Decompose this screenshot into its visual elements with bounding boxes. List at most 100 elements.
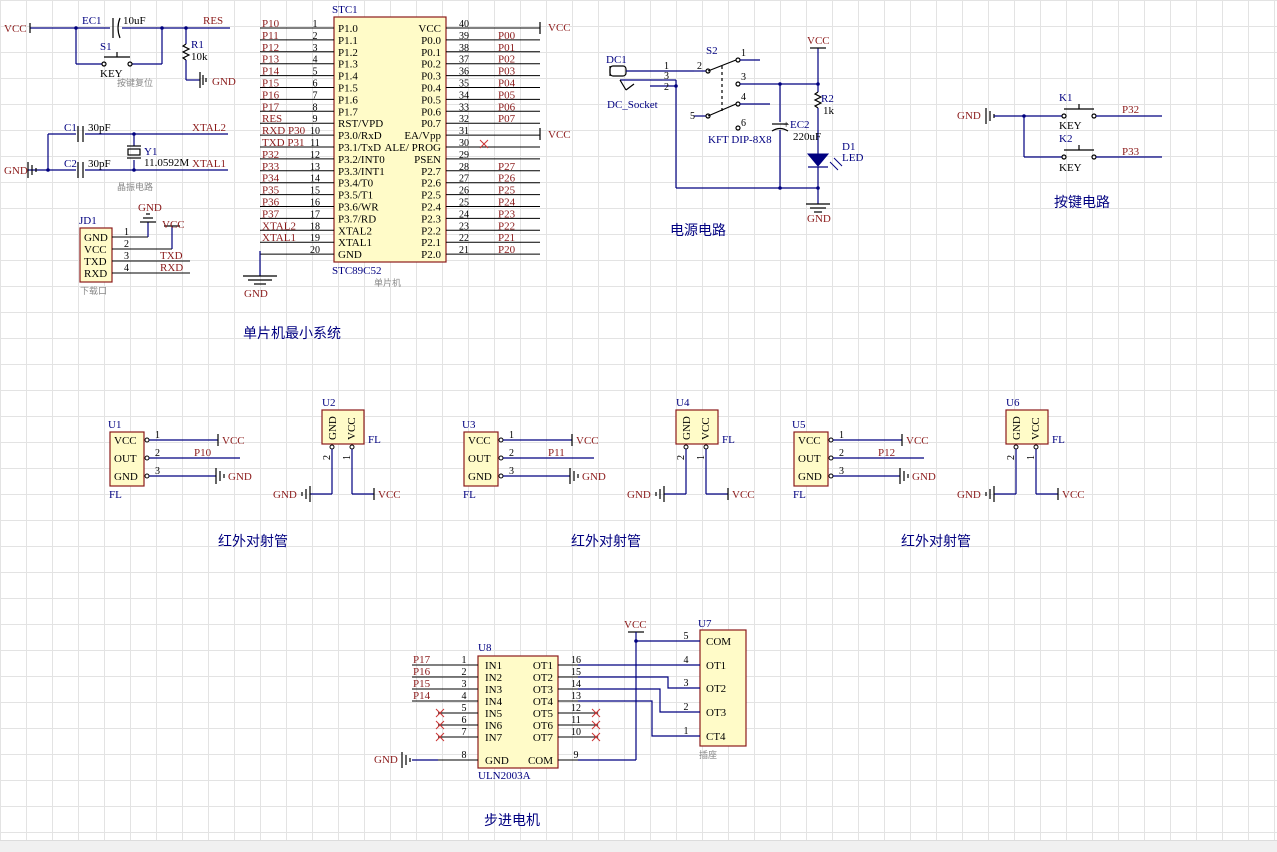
mcu-pin-num-16: 16 [310,198,320,209]
u8-pin-net-3: P15 [413,678,431,690]
mcu-pin-net-4: P13 [262,54,280,66]
mcu-pin-net-26: P25 [498,185,516,197]
mcu-pin-net-14: P34 [262,173,280,185]
ir-pin-dot [349,444,355,450]
u8-pin-num-3: 3 [462,679,467,690]
ir-module-fl-label: FL [109,489,122,501]
ec1-ref: EC1 [82,15,102,27]
power-circuit: DC1 DC_Socket 1 3 2 S2 2 1 3 5 4 6 K [606,35,863,225]
ir-gnd-label: GND [582,471,606,483]
u8-pin-num-13: 13 [571,691,581,702]
mcu-pin-num-36: 36 [459,67,469,78]
u8-pin-num-2: 2 [462,667,467,678]
ir-head-fl-label: FL [722,434,735,446]
u8-pin-name-11: OT6 [533,720,554,732]
ir-head-fl-label: FL [368,434,381,446]
mcu-pin-name-26: P2.5 [421,190,441,202]
mcu-pin-net-2: P11 [262,30,279,42]
mcu-part: STC89C52 [332,265,382,277]
svg-text:3: 3 [741,72,746,83]
mcu-pin-name-17: P3.7/RD [338,213,376,225]
mcu-gnd-label: GND [244,288,268,300]
mcu-pin-num-6: 6 [313,79,318,90]
ir-vcc-label: VCC [906,435,929,447]
ir-head-pin-vcc: VCC [346,417,358,440]
svg-text:1: 1 [664,61,669,72]
u8-pin-num-1: 1 [462,655,467,666]
mcu-pin-name-12: P3.2/INT0 [338,154,385,166]
ir-pin-dot [1033,444,1039,450]
mcu-pin-num-40: 40 [459,19,469,30]
u7-pin-name-2: OT3 [706,707,727,719]
u8-pin-name-12: OT5 [533,708,554,720]
r2-value: 1k [823,105,835,117]
u8-pin-num-8: 8 [462,750,467,761]
keys-gnd-label: GND [957,110,981,122]
r1-value: 10k [191,51,208,63]
mcu-pin-net-24: P23 [498,208,516,220]
s1-ref: S1 [100,41,112,53]
mcu-min-title: 单片机最小系统 [243,326,341,342]
mcu-pin-name-2: P1.1 [338,35,358,47]
ir-module-fl-label: FL [793,489,806,501]
mcu-pin-name-21: P2.0 [421,249,441,261]
ir-pin-dot [498,437,504,443]
ir-pin-dot [144,473,150,479]
r1-gnd-label: GND [212,76,236,88]
mcu-pin-num-3: 3 [313,43,318,54]
u8-pin-num-16: 16 [571,655,581,666]
u8-pin-name-9: COM [528,755,553,767]
mcu-pin-net-19: XTAL1 [262,232,296,244]
mcu-caption: 单片机 [374,277,401,289]
u8-pin-num-15: 15 [571,667,581,678]
ir-module-ref: U3 [462,419,476,431]
s2-ref: S2 [706,45,718,57]
jd1-vcc-label: VCC [162,219,185,231]
key-circuit: GND K1 KEY P32 K2 KEY P33 [957,92,1162,174]
u8-pin-name-7: IN7 [485,732,503,744]
mcu-pin-num-7: 7 [313,90,318,101]
ir-pin-num: 1 [839,430,844,441]
no-connect-icon [435,732,445,742]
u8-pin-num-11: 11 [571,715,581,726]
mcu-pin-num-10: 10 [310,126,320,137]
u7-pin-name-4: OT1 [706,660,726,672]
mcu-pin-net-7: P16 [262,89,280,101]
ir-module-pin-vcc: VCC [114,435,137,447]
res-net-label: RES [203,15,223,27]
mcu-pin-num-39: 39 [459,31,469,42]
ir-head-gnd-label: GND [957,489,981,501]
mcu-pin-name-14: P3.4/T0 [338,178,374,190]
mcu-pin-num-21: 21 [459,245,469,256]
k1-ref: K1 [1059,92,1072,104]
jd1-num-2: 2 [124,239,129,250]
u7-pin-num-1: 1 [684,726,689,737]
mcu-pin-name-22: P2.1 [421,237,441,249]
ec1-value: 10uF [123,15,146,27]
ir-module-pin-out: OUT [798,453,821,465]
mcu-pin-net-3: P12 [262,42,279,54]
jd1-num-3: 3 [124,251,129,262]
svg-text:2: 2 [697,61,702,72]
mcu-pin-name-16: P3.6/WR [338,202,379,214]
u7-pin-num-4: 4 [684,655,689,666]
u8-gnd-label: GND [374,754,398,766]
mcu-body [333,16,447,263]
jd1-pin-txd: TXD [84,256,107,268]
mcu-pin-name-13: P3.3/INT1 [338,166,385,178]
mcu-pin-name-36: P0.3 [421,71,441,83]
mcu-pin-net-5: P14 [262,66,280,78]
ir-title-2: 红外对射管 [571,534,641,550]
ir-pin-dot [1013,444,1019,450]
ir-head-pin-vcc: VCC [700,417,712,440]
u7-pin-num-5: 5 [684,631,689,642]
d1-part: LED [842,152,863,164]
crystal-caption: 晶振电路 [117,181,153,193]
ir-module-pin-out: OUT [114,453,137,465]
ir-pin-num: 3 [839,466,844,477]
ir-gnd-label: GND [912,471,936,483]
